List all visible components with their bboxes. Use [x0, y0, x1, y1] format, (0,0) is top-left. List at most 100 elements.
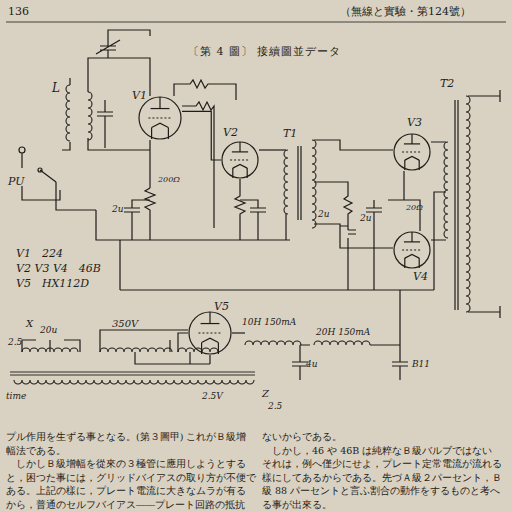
body-text: と，困つた事には，グリッドバイアスの取り方が不便で	[6, 473, 256, 483]
tube-element	[394, 134, 430, 170]
tube-element	[148, 117, 171, 118]
body-text: プル作用を生ずる事となる。(第３圖甲) これがＢ級增	[6, 432, 246, 442]
wiring	[6, 22, 506, 380]
part-label: 2.5V	[202, 392, 223, 402]
body-text: る事が出來る。	[262, 500, 332, 510]
coil	[314, 341, 370, 345]
schematic-stroke	[314, 140, 393, 150]
schematic-stroke	[97, 100, 113, 148]
schematic-stroke	[6, 22, 506, 23]
vacuum-tube: V1	[138, 96, 182, 140]
schematic-stroke	[240, 200, 266, 240]
tube-element	[405, 232, 419, 268]
part-label: time	[6, 392, 26, 402]
vacuum-tube: V2	[221, 141, 259, 179]
figure-title: 〔第 4 圖〕 接續圖並データ	[188, 44, 342, 59]
tube-element	[189, 312, 231, 354]
schematic-stroke	[124, 200, 150, 240]
part-label: 2u	[112, 205, 124, 215]
part-label: T2	[440, 78, 454, 90]
schematic-stroke	[22, 340, 80, 352]
schematic-stroke	[96, 210, 290, 240]
coil	[312, 140, 316, 228]
schematic-stroke	[222, 142, 258, 178]
tube-symbol	[393, 133, 431, 171]
part-label: Z	[262, 388, 269, 399]
schematic-stroke	[62, 78, 70, 150]
schematic-stroke	[19, 147, 25, 153]
schematic-stroke	[399, 290, 400, 346]
schematic-stroke	[232, 332, 245, 333]
tube-label: V2	[223, 127, 238, 139]
part-label: 200Ω	[158, 176, 180, 185]
schematic-stroke	[235, 179, 245, 240]
vacuum-tube: V5	[188, 311, 232, 355]
tube-element	[202, 312, 219, 354]
coupling-wire	[182, 111, 221, 160]
tube-element	[402, 151, 422, 152]
part-label: V1 224	[16, 248, 63, 260]
schematic-stroke	[366, 171, 420, 290]
tube-label: V4	[413, 271, 428, 283]
schematic-stroke	[300, 345, 408, 380]
body-text: それは，例へ僅少にせよ，プレート定常電流が流れる	[262, 459, 502, 469]
tube-element	[202, 338, 219, 342]
coil	[88, 92, 92, 140]
tube-element	[394, 232, 430, 268]
part-label: V5 HX112D	[16, 278, 89, 290]
tube-symbol	[393, 231, 431, 269]
schematic-stroke	[298, 146, 301, 220]
schematic-stroke	[340, 226, 356, 290]
schematic-stroke	[189, 352, 190, 364]
tube-element	[230, 159, 250, 160]
schematic-stroke	[100, 330, 188, 352]
schematic-stroke	[135, 352, 210, 364]
tube-symbol	[221, 141, 259, 179]
vacuum-tube: V4	[393, 231, 431, 269]
part-label: L	[52, 82, 60, 95]
part-label: 2u	[360, 214, 372, 224]
schematic-stroke	[314, 224, 393, 248]
coil	[245, 341, 301, 345]
schematic-stroke	[22, 153, 96, 210]
tube-element	[405, 157, 419, 161]
tube-symbol	[188, 311, 232, 355]
part-label: V2 V3 V4 46B	[16, 263, 101, 275]
body-text: しかし，46 や 46B は純粹なＢ級バルブではない	[262, 446, 492, 456]
tube-label: V1	[132, 90, 147, 102]
schematic-stroke	[38, 168, 42, 172]
schematic-stroke	[189, 312, 231, 354]
tube-label: V5	[214, 301, 229, 313]
schematic-stroke	[108, 30, 150, 46]
body-text: から，普通のセルフバイアス――プレート回路の抵抗	[6, 500, 245, 510]
part-label: 20u	[40, 326, 57, 336]
tube-element	[152, 97, 169, 139]
body-text: 幅法である。	[6, 446, 66, 456]
schematic-stroke	[145, 140, 155, 240]
body-text: ある。上記の樣に，プレート電流に大きなムラが有る	[6, 486, 246, 496]
coil-windings	[14, 85, 470, 384]
coil	[100, 348, 172, 352]
tube-element	[222, 142, 258, 178]
part-label: PU	[8, 176, 24, 188]
coil	[66, 85, 70, 141]
schematic-stroke	[394, 232, 430, 268]
tube-element	[405, 134, 419, 170]
coil	[22, 348, 78, 352]
body-text: ないからである。	[262, 432, 342, 442]
part-label: T1	[283, 128, 297, 140]
vacuum-tube: V3	[393, 133, 431, 171]
schematic-stroke	[259, 149, 286, 150]
part-label: 2.5	[8, 338, 22, 348]
schematic-stroke	[182, 102, 214, 228]
part-label: 20Ω	[406, 204, 423, 213]
schematic-stroke	[292, 345, 308, 380]
coil	[466, 96, 470, 312]
part-label: 20H 150mA	[316, 328, 370, 338]
schematic-stroke	[10, 372, 255, 375]
tube-element	[233, 165, 247, 169]
schematic-stroke	[468, 90, 500, 318]
tube-element	[402, 249, 422, 250]
coil	[284, 150, 288, 214]
tube-symbol	[138, 96, 182, 140]
